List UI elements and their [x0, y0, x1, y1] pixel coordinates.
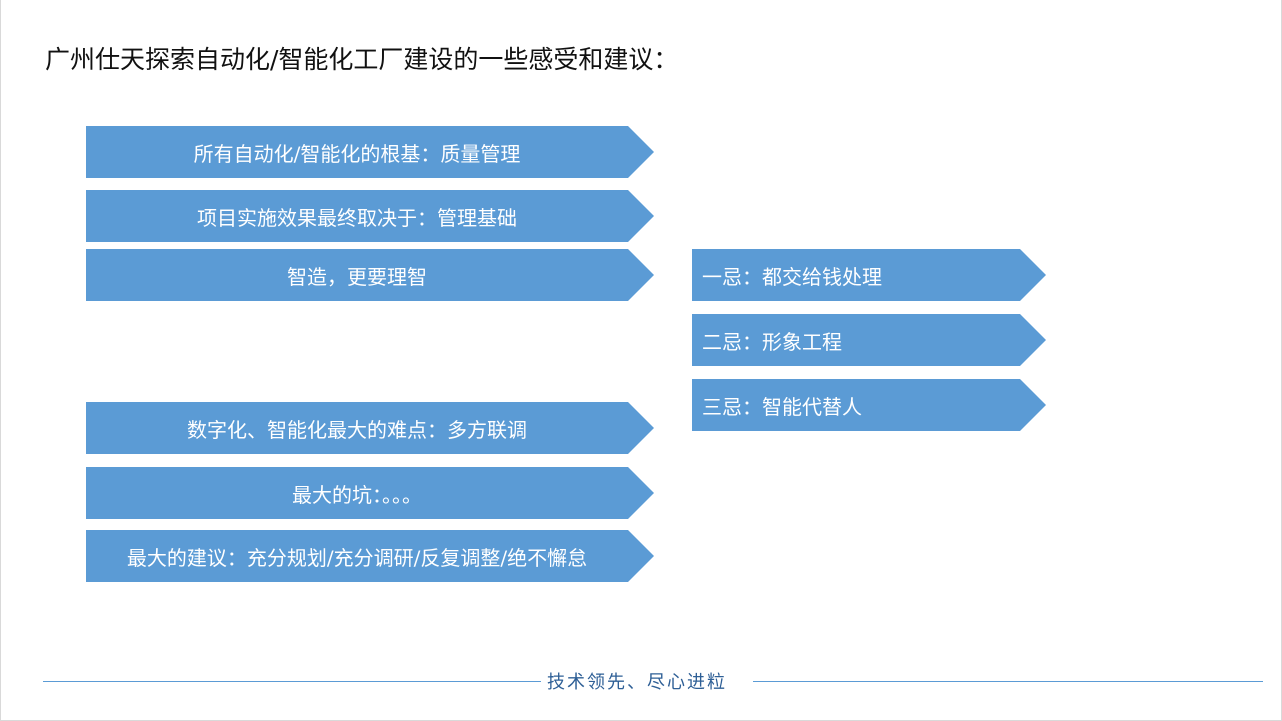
- arrow-item-label: 最大的建议：充分规划/充分调研/反复调整/绝不懈怠: [126, 545, 588, 570]
- arrow-item-taboo-two: 二忌：形象工程: [692, 314, 1046, 366]
- arrow-item-label: 三忌：智能代替人: [702, 394, 862, 419]
- arrow-item-label: 数字化、智能化最大的难点：多方联调: [187, 417, 527, 442]
- arrow-item-biggest-advice: 最大的建议：充分规划/充分调研/反复调整/绝不懈怠: [86, 530, 654, 582]
- footer-divider-left: [43, 681, 541, 682]
- arrow-item-label: 最大的坑：。。。: [292, 482, 422, 507]
- arrow-item-management-basis: 项目实施效果最终取决于：管理基础: [86, 190, 654, 242]
- arrow-item-quality-management: 所有自动化/智能化的根基：质量管理: [86, 126, 654, 178]
- arrow-item-biggest-pitfall: 最大的坑：。。。: [86, 467, 654, 519]
- arrow-item-joint-debugging: 数字化、智能化最大的难点：多方联调: [86, 402, 654, 454]
- arrow-item-label: 智造，更要理智: [287, 264, 427, 289]
- page-title: 广州仕天探索自动化/智能化工厂建设的一些感受和建议：: [45, 45, 679, 74]
- arrow-item-taboo-three: 三忌：智能代替人: [692, 379, 1046, 431]
- arrow-item-rational: 智造，更要理智: [86, 249, 654, 301]
- arrow-item-label: 二忌：形象工程: [702, 329, 842, 354]
- footer-slogan: 技术领先、尽心进粒: [547, 672, 727, 693]
- arrow-item-taboo-one: 一忌：都交给钱处理: [692, 249, 1046, 301]
- footer-divider-right: [753, 681, 1263, 682]
- arrow-item-label: 所有自动化/智能化的根基：质量管理: [193, 141, 521, 166]
- arrow-item-label: 一忌：都交给钱处理: [702, 264, 882, 289]
- arrow-item-label: 项目实施效果最终取决于：管理基础: [197, 205, 517, 230]
